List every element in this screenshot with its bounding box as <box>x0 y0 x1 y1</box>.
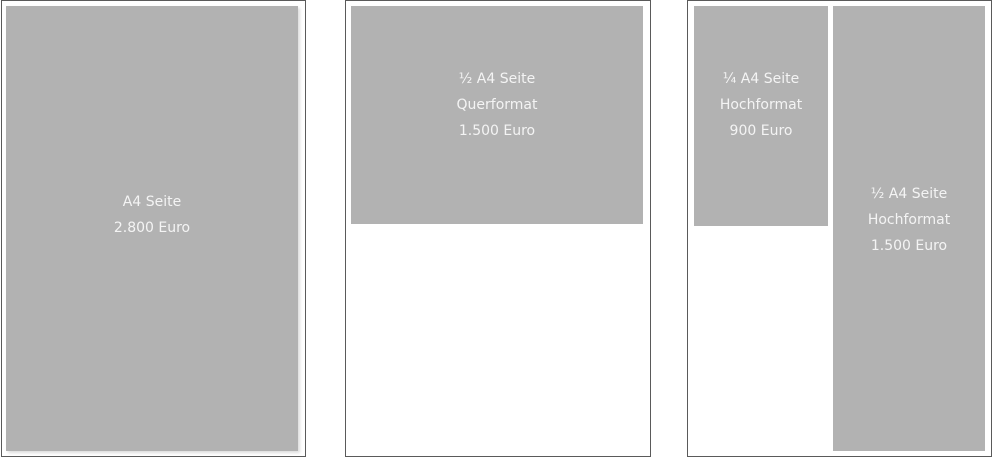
ad-format: Hochformat <box>867 212 951 228</box>
page-frame-full <box>1 0 306 457</box>
ad-quarter-portrait: ¼ A4 Seite Hochformat 900 Euro <box>694 6 828 226</box>
ad-price: 2.800 Euro <box>113 220 191 236</box>
page-frame-half-landscape <box>345 0 651 457</box>
ad-price: 900 Euro <box>729 123 793 139</box>
ad-half-portrait: ½ A4 Seite Hochformat 1.500 Euro <box>833 6 985 451</box>
ad-price: 1.500 Euro <box>870 238 948 254</box>
ad-label: ½ A4 Seite <box>458 71 536 87</box>
ad-label: ¼ A4 Seite <box>722 71 800 87</box>
ad-label: ½ A4 Seite <box>870 186 948 202</box>
ad-full-page: A4 Seite 2.800 Euro <box>6 6 298 451</box>
ad-label: A4 Seite <box>122 194 182 210</box>
ad-half-landscape: ½ A4 Seite Querformat 1.500 Euro <box>351 6 643 224</box>
ad-price: 1.500 Euro <box>458 123 536 139</box>
ad-format: Hochformat <box>719 97 803 113</box>
ad-format: Querformat <box>456 97 538 113</box>
